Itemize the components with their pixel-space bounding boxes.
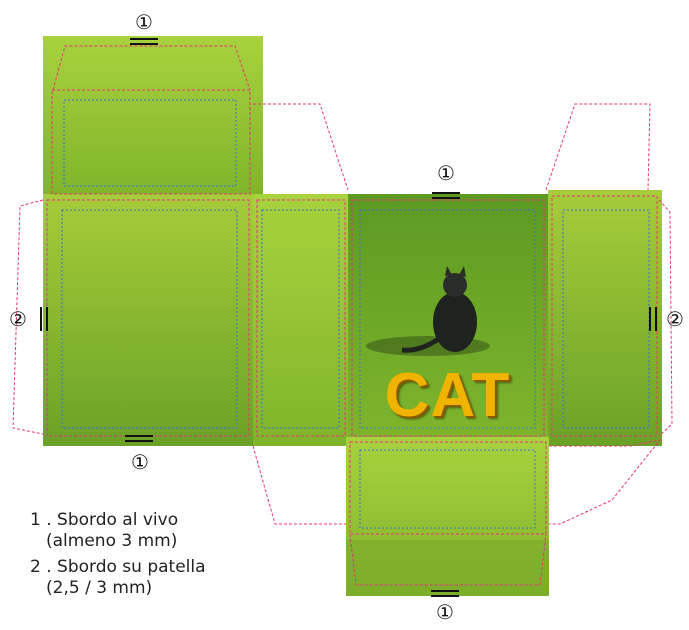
bottom-flap-strip	[346, 540, 549, 596]
legend-label: Sbordo al vivo	[57, 510, 179, 530]
bleed-lines	[12, 45, 673, 586]
legend-item-bleed: 1 . Sbordo al vivo (almeno 3 mm)	[30, 510, 206, 552]
left-panel	[43, 194, 253, 446]
side-panel	[253, 194, 348, 446]
legend-label: Sbordo su patella	[57, 557, 206, 577]
safe-lines	[61, 99, 650, 529]
legend: 1 . Sbordo al vivo (almeno 3 mm) 2 . Sbo…	[30, 510, 206, 604]
top-flap-panel	[43, 36, 263, 196]
marker-bottom-flap: ①	[436, 600, 454, 624]
right-panel	[548, 190, 662, 446]
marker-right-side: ②	[666, 307, 684, 331]
legend-detail: (2,5 / 3 mm)	[46, 578, 153, 598]
cat-illustration	[366, 266, 490, 356]
legend-number: 1 .	[30, 510, 52, 530]
legend-item-flap: 2 . Sbordo su patella (2,5 / 3 mm)	[30, 557, 206, 599]
marker-left-bottom: ①	[131, 450, 149, 474]
marker-left-side: ②	[9, 307, 27, 331]
legend-number: 2 .	[30, 557, 52, 577]
marker-top-center: ①	[437, 161, 455, 185]
front-panel-title: CAT	[384, 361, 511, 430]
marker-top-flap: ①	[135, 10, 153, 34]
reference-bars	[40, 38, 657, 597]
legend-detail: (almeno 3 mm)	[46, 531, 178, 551]
